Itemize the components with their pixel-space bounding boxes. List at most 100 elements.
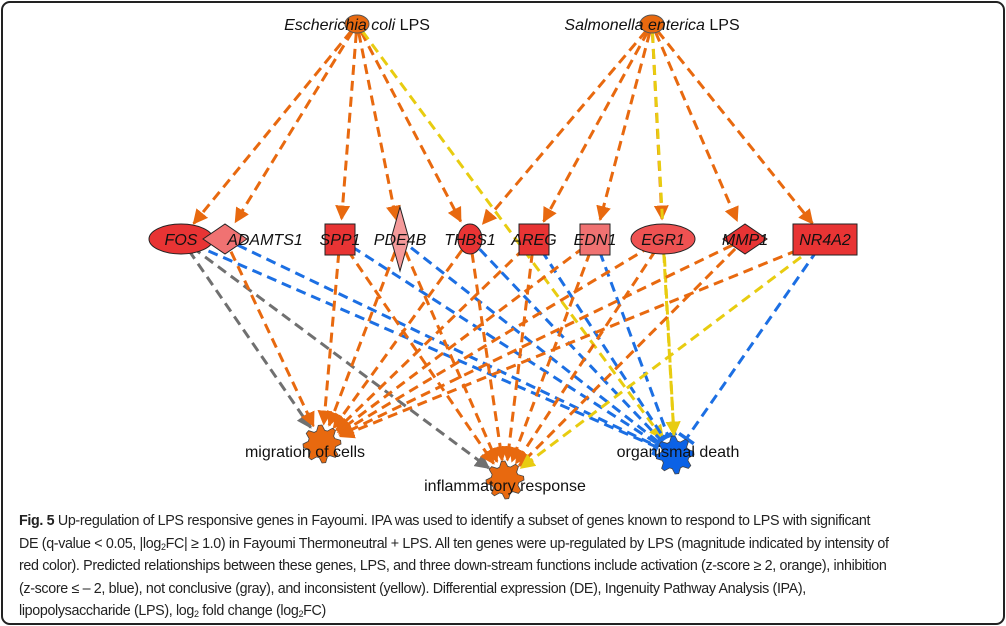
lps-oval xyxy=(344,14,370,34)
edge-activation xyxy=(596,32,652,222)
edge-inhibition xyxy=(598,251,678,442)
edge-activation xyxy=(192,30,353,225)
edge-inhibition xyxy=(540,249,673,445)
species-name: Escherichia coli xyxy=(284,17,396,34)
lps-node-salmonella: Salmonella enterica LPS xyxy=(564,14,740,34)
gear-icon xyxy=(302,424,342,464)
edge-activation xyxy=(317,252,341,426)
edge-activation xyxy=(542,31,649,223)
edge-inhibition xyxy=(677,249,819,446)
edge-activation xyxy=(654,31,739,223)
gene-node-ADAMTS1: ADAMTS1 xyxy=(202,223,303,255)
gene-shape-rect xyxy=(792,223,858,256)
edge-activation xyxy=(656,30,814,225)
caption-text: red color). Predicted relationships betw… xyxy=(19,558,887,575)
gene-node-AREG: AREG xyxy=(510,223,557,256)
edge-activation xyxy=(337,244,652,435)
edge-activation xyxy=(470,252,508,462)
edge-activation xyxy=(346,249,495,465)
edge-inhibition xyxy=(478,248,669,448)
gene-shape-diamond xyxy=(202,223,248,255)
edge-activation xyxy=(338,243,734,437)
edge-activation xyxy=(501,252,534,462)
gene-node-EDN1: EDN1 xyxy=(574,223,617,256)
caption-text: lipopolysaccharide (LPS), log xyxy=(19,603,195,620)
gene-shape-square xyxy=(579,223,611,256)
subscript: 2 xyxy=(194,609,199,620)
caption-text: DE (q-value < 0.05, |log xyxy=(19,535,161,552)
gene-label: ADAMTS1 xyxy=(226,232,303,249)
edge-activation xyxy=(481,29,648,225)
gene-label: THBS1 xyxy=(444,232,496,249)
figure-label: Fig. 5 xyxy=(19,513,55,529)
gear-icon xyxy=(655,435,695,475)
edge-activation xyxy=(335,247,525,432)
edge-activation xyxy=(234,30,354,224)
edge-inhibition xyxy=(193,243,662,456)
gene-shape-square xyxy=(324,223,356,256)
edge-activation xyxy=(514,249,657,465)
edge-activation xyxy=(404,251,499,464)
caption-text: Up-regulation of LPS responsive genes in… xyxy=(54,513,871,529)
gene-shape-diamond xyxy=(722,223,768,255)
edge-activation xyxy=(339,242,813,439)
function-label: inflammatory response xyxy=(424,478,586,495)
gear-icon xyxy=(485,460,525,500)
lps-label: Escherichia coli LPS xyxy=(284,17,430,34)
edge-inconsistent xyxy=(662,252,681,437)
gene-node-SPP1: SPP1 xyxy=(320,223,361,256)
edge-inhibition xyxy=(350,245,665,453)
figure-caption: Fig. 5 Up-regulation of LPS responsive g… xyxy=(19,510,994,623)
edge-activation xyxy=(336,246,585,434)
function-node-death: organismal death xyxy=(617,435,740,475)
gene-node-THBS1: THBS1 xyxy=(444,223,496,255)
gene-node-PDE4B: PDE4B xyxy=(374,205,427,273)
gene-label: EDN1 xyxy=(574,232,617,249)
caption-text: FC) xyxy=(303,603,326,620)
caption-text: FC| ≥ 1.0) in Fayoumi Thermoneutral + LP… xyxy=(165,535,889,552)
gene-shape-square xyxy=(518,223,550,256)
gene-node-EGR1: EGR1 xyxy=(630,223,696,255)
edge-activation xyxy=(518,247,737,467)
edge-activation xyxy=(332,249,464,430)
edge-inconsistent xyxy=(519,246,815,470)
edge-activation xyxy=(335,32,358,221)
lps-node-ecoli: Escherichia coli LPS xyxy=(284,14,430,34)
edge-activation xyxy=(326,251,397,427)
lps-label: Salmonella enterica LPS xyxy=(564,17,739,34)
edge-activation xyxy=(650,32,669,221)
gene-label: AREG xyxy=(510,232,556,249)
species-name: Salmonella enterica xyxy=(564,17,705,34)
lps-oval xyxy=(639,14,665,34)
gene-label: PDE4B xyxy=(374,232,427,249)
caption-text: (z-score ≤ – 2, blue), not conclusive (g… xyxy=(19,580,806,597)
edge-inhibition xyxy=(410,246,667,451)
lps-suffix: LPS xyxy=(395,17,430,34)
gene-shape-diamond xyxy=(390,205,410,273)
function-node-inflammatory: inflammatory response xyxy=(424,460,586,500)
gene-node-MMP1: MMP1 xyxy=(722,223,768,255)
edge-activation xyxy=(229,251,315,428)
edge-activation xyxy=(509,251,592,463)
caption-text: fold change (log xyxy=(198,603,299,620)
function-label: organismal death xyxy=(617,444,740,461)
edges xyxy=(187,29,819,470)
gene-shape-ellipse xyxy=(630,223,696,255)
subscript: 2 xyxy=(160,541,166,552)
gene-label: MMP1 xyxy=(722,232,768,249)
gene-label: SPP1 xyxy=(320,232,361,249)
gene-label: EGR1 xyxy=(641,232,685,249)
function-node-migration: migration of cells xyxy=(245,424,365,464)
gene-node-FOS: FOS xyxy=(148,223,214,255)
subscript: 2 xyxy=(298,609,304,620)
edge-activation xyxy=(359,31,463,223)
function-label: migration of cells xyxy=(245,444,365,461)
gene-node-NR4A2: NR4A2 xyxy=(792,223,858,256)
gene-shape-circle xyxy=(457,223,483,255)
edge-inconsistent xyxy=(361,30,665,441)
lps-suffix: LPS xyxy=(705,17,740,34)
edge-not_conclusive xyxy=(191,246,491,470)
gene-label: FOS xyxy=(165,232,198,249)
